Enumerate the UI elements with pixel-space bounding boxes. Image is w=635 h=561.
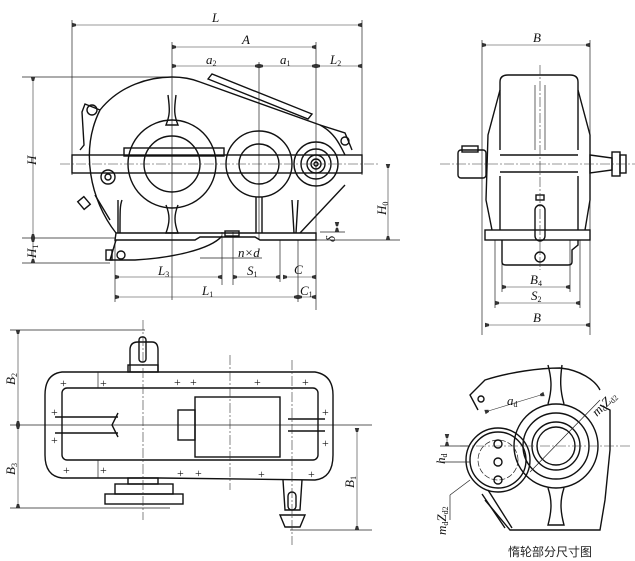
svg-text:+: +: [51, 433, 58, 447]
label-C: C: [294, 262, 303, 277]
front-extension-lines: [22, 20, 400, 310]
svg-text:+: +: [258, 467, 265, 481]
svg-text:+: +: [302, 375, 309, 389]
label-nxd: n×d: [238, 245, 260, 260]
idler-small-gear: [465, 427, 531, 493]
svg-text:+: +: [63, 463, 70, 477]
label-a2: a2: [206, 52, 217, 68]
svg-text:+: +: [174, 375, 181, 389]
label-S2: S2: [531, 288, 542, 304]
label-H: H: [24, 155, 39, 166]
label-B4: B4: [530, 272, 542, 288]
front-housing: [71, 73, 363, 261]
idler-view: ad mdZd2 hd mdZd2 惰轮部分尺寸图: [433, 364, 630, 559]
label-B-top: B: [533, 30, 541, 45]
svg-text:+: +: [177, 466, 184, 480]
label-a1: a1: [280, 52, 291, 68]
label-H0: H0: [374, 202, 390, 216]
svg-text:+: +: [254, 375, 261, 389]
svg-text:+: +: [190, 375, 197, 389]
label-L: L: [211, 10, 219, 25]
leader-mdZd2-top: [529, 399, 601, 473]
label-B3: B3: [3, 463, 19, 475]
side-housing: [457, 74, 627, 266]
top-housing: [44, 336, 334, 528]
front-view: L A a2 a1 L2 H H1 H0 δ n×d L3 S1 C L1 C1: [22, 10, 400, 310]
label-C1: C1: [300, 283, 313, 299]
label-B1: B1: [342, 476, 358, 488]
dim-ad: [485, 394, 544, 412]
label-delta: δ: [323, 235, 338, 242]
label-B-bottom: B: [533, 310, 541, 325]
svg-text:+: +: [100, 376, 107, 390]
label-hd: hd: [433, 454, 449, 465]
svg-text:+: +: [195, 466, 202, 480]
label-L2: L2: [329, 52, 341, 68]
svg-text:+: +: [308, 467, 315, 481]
label-B2: B2: [3, 373, 19, 385]
svg-text:+: +: [51, 405, 58, 419]
label-ad: ad: [507, 393, 518, 409]
label-L1: L1: [201, 283, 213, 299]
label-A: A: [241, 32, 250, 47]
svg-text:+: +: [322, 405, 329, 419]
label-H1: H1: [24, 245, 40, 259]
svg-text:+: +: [322, 436, 329, 450]
label-mdZd2-bottom: mdZd2: [434, 506, 450, 535]
svg-text:+: +: [100, 463, 107, 477]
top-view: + + + + + + + + + + + + + + + + B2 B3 B1: [3, 320, 372, 545]
label-mdZd2-top: mdZd2: [589, 388, 621, 420]
bolt-markers: + + + + + + + + + + + + + + + +: [51, 375, 329, 481]
idler-caption: 惰轮部分尺寸图: [508, 544, 592, 559]
side-view: B B4 S2 B: [440, 30, 635, 335]
label-L3: L3: [157, 263, 169, 279]
svg-text:+: +: [60, 376, 67, 390]
label-S1: S1: [247, 263, 258, 279]
